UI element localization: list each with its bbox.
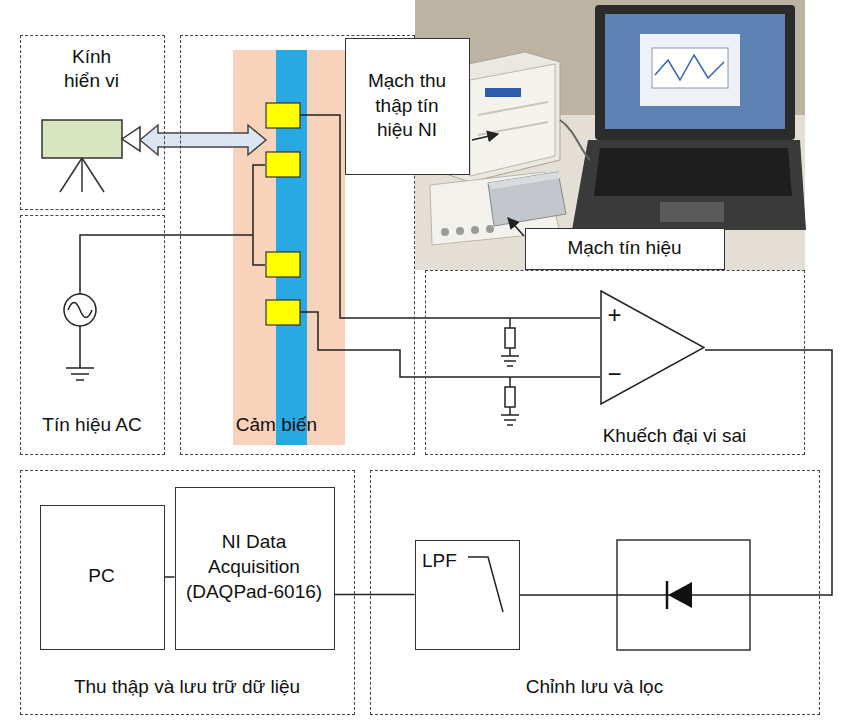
resistor-symbol xyxy=(507,365,513,367)
process-box: PC xyxy=(40,505,165,650)
setup-photo xyxy=(655,55,724,80)
ac-source xyxy=(76,379,84,381)
ac-source xyxy=(79,326,81,368)
resistor-symbol xyxy=(509,377,511,387)
input-sign: − xyxy=(604,361,626,387)
region-label: Kính hiển vi xyxy=(52,45,132,94)
resistor-symbol xyxy=(504,419,516,421)
resistor-symbol xyxy=(509,348,511,356)
diode-symbol xyxy=(617,540,750,650)
region-panel: Kính hiển vi xyxy=(20,35,165,210)
resistor-symbol xyxy=(509,407,511,415)
microscope-icon xyxy=(42,120,122,158)
setup-photo xyxy=(478,122,548,135)
setup-photo xyxy=(640,34,740,106)
resistor-symbol xyxy=(509,318,511,328)
callout-box: Mạch thu thập tín hiệu NI xyxy=(345,38,470,175)
setup-photo xyxy=(478,102,548,115)
microscope-icon xyxy=(60,158,82,192)
region-label: Thu thập và lưu trữ dữ liệu xyxy=(20,675,355,700)
connector-line xyxy=(165,576,175,578)
setup-photo xyxy=(488,172,566,226)
resistor-symbol xyxy=(501,355,519,357)
input-sign: + xyxy=(604,302,626,328)
setup-photo xyxy=(485,88,521,97)
setup-photo xyxy=(470,64,555,176)
region-panel: Thu thập và lưu trữ dữ liệu PC NI Data Acq… xyxy=(20,470,355,715)
resistor-symbol xyxy=(505,328,515,348)
resistor-symbol xyxy=(504,360,516,362)
setup-photo xyxy=(488,172,562,189)
ac-source xyxy=(68,303,92,318)
box-label: PC xyxy=(47,564,157,589)
setup-photo xyxy=(441,228,449,236)
filter-symbol xyxy=(468,557,503,612)
box-label: Mạch tín hiệu xyxy=(533,236,717,261)
setup-photo xyxy=(508,218,524,236)
callout-box: Mạch tín hiệu xyxy=(525,228,725,270)
resistor-symbol xyxy=(507,424,513,426)
sensor-drawing xyxy=(266,300,300,325)
diode-symbol xyxy=(666,581,669,609)
setup-photo xyxy=(660,202,724,222)
amplifier-symbol: +− xyxy=(600,290,705,405)
setup-photo xyxy=(595,5,795,140)
setup-photo xyxy=(415,0,806,270)
microscope-icon xyxy=(82,158,104,192)
resistor-symbol xyxy=(501,414,519,416)
sensor-drawing xyxy=(266,103,300,128)
filter-symbol xyxy=(468,557,503,612)
double-arrow xyxy=(140,125,266,155)
setup-photo xyxy=(415,0,805,270)
signal-wire xyxy=(300,312,600,377)
setup-photo xyxy=(572,140,806,230)
double-arrow xyxy=(140,125,266,155)
process-box: NI Data Acquisition (DAQPad-6016) xyxy=(175,487,335,650)
setup-photo xyxy=(486,225,494,233)
diode-symbol xyxy=(668,582,692,608)
region-label: Khuếch đại vi sai xyxy=(565,424,785,449)
ac-source xyxy=(64,294,96,326)
setup-photo xyxy=(652,48,728,88)
process-box: LPF xyxy=(415,540,520,650)
sensor-drawing xyxy=(266,152,300,177)
sensor-drawing xyxy=(233,50,345,445)
region-label: Cảm biến xyxy=(217,413,337,438)
signal-wire xyxy=(705,350,832,595)
setup-photo xyxy=(594,148,792,196)
signal-wire xyxy=(520,594,617,596)
box-label: NI Data Acquisition (DAQPad-6016) xyxy=(180,530,328,604)
setup-photo xyxy=(560,120,590,160)
diode-symbol xyxy=(617,540,750,650)
microscope-icon xyxy=(122,127,140,151)
ac-source xyxy=(253,165,265,265)
region-panel: Tín hiệu AC xyxy=(20,215,165,455)
setup-photo xyxy=(605,14,785,129)
connector-line xyxy=(335,594,415,596)
region-label: Chỉnh lưu và lọc xyxy=(370,675,820,700)
ac-source xyxy=(80,235,253,294)
setup-photo xyxy=(471,226,479,234)
region-label: Tín hiệu AC xyxy=(20,413,165,438)
signal-wire xyxy=(300,115,832,595)
box-label: LPF xyxy=(422,549,477,574)
amplifier-outline xyxy=(601,291,704,404)
region-panel: Chỉnh lưu và lọc LPF xyxy=(370,470,820,715)
resistor-symbol xyxy=(505,387,515,407)
ac-source xyxy=(71,373,89,375)
setup-photo xyxy=(456,227,464,235)
setup-photo xyxy=(472,134,498,140)
microscope-icon xyxy=(42,120,140,192)
ac-source xyxy=(66,367,94,369)
microscope-icon xyxy=(81,158,83,192)
box-label: Mạch thu thập tín hiệu NI xyxy=(365,69,449,143)
sensor-drawing xyxy=(266,252,300,277)
sensor-drawing xyxy=(233,50,345,445)
region-panel: Khuếch đại vi sai+− xyxy=(425,270,805,455)
resistor-symbol xyxy=(501,318,519,425)
